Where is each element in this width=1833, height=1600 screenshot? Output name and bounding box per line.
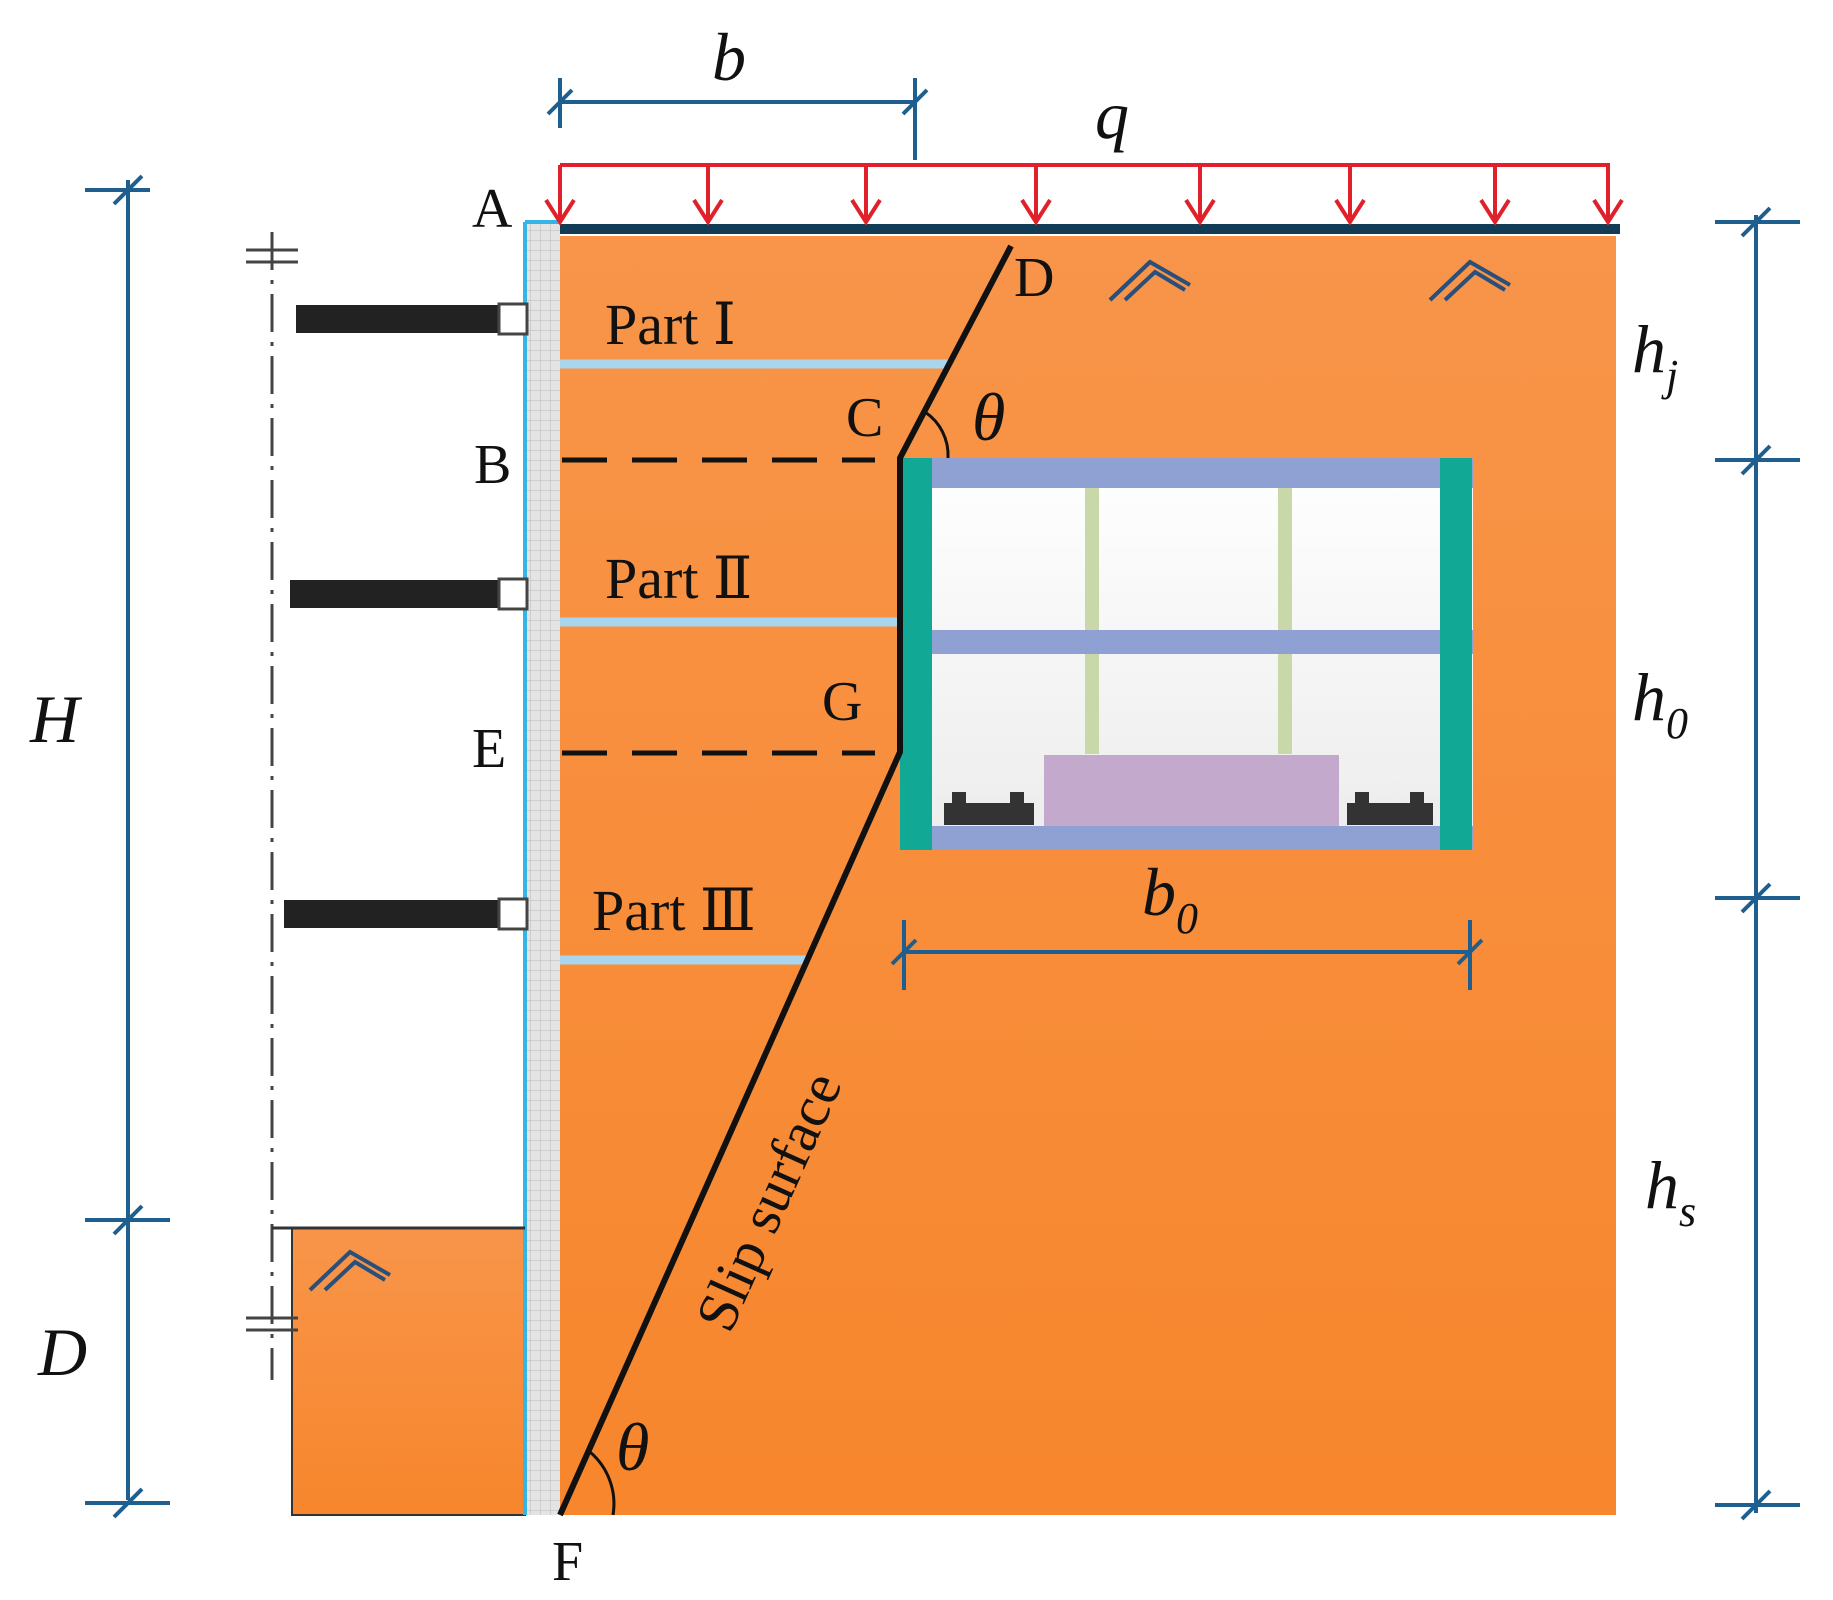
load-arrow-head [1020,198,1052,226]
symbol-hj: hj [1632,311,1678,400]
dimension-b [546,78,929,160]
tunnel-wall-right [1440,458,1472,850]
point-e-label: E [472,718,506,780]
tunnel-column [1085,488,1099,754]
angle-arc-upper [924,410,950,459]
dimension-b0 [890,920,1484,990]
part-3-label: Part Ⅲ [592,878,756,943]
load-arrow-head [1592,198,1624,226]
tunnel-slab-mid [905,630,1473,654]
point-d-label: D [1014,247,1054,309]
load-arrow-head [1184,198,1216,226]
symbol-b: b [712,19,746,95]
point-b-label: B [474,434,511,496]
tunnel-structure [900,458,1473,850]
point-g-label: G [822,671,862,733]
tunnel-wall-left [900,458,932,850]
retained-soil [556,236,1616,1515]
tunnel-slab-top [905,458,1473,488]
ground-symbol-icon [308,1249,391,1292]
excavation-soil [291,1227,526,1516]
slip-surface-line [557,244,1014,1517]
dimension-h-d [85,174,170,1519]
tunnel-box [1044,755,1339,827]
symbol-H: H [29,681,83,757]
load-arrow-head [1479,198,1511,226]
point-c-label: C [846,387,883,449]
part-2-label: Part Ⅱ [605,546,752,611]
angle-arc-lower [589,1450,616,1516]
tunnel-slab-bottom [905,826,1473,850]
load-arrows [544,165,1624,226]
anchor-2 [290,577,529,611]
load-arrow-head [544,198,576,226]
point-f-label: F [552,1531,583,1593]
symbol-theta-lower: θ [616,1409,649,1485]
ground-symbol-icon [1108,259,1191,302]
symbol-theta-upper: θ [972,379,1005,455]
load-arrow-head [692,198,724,226]
point-a-label: A [472,178,513,240]
load-arrow-head [1334,198,1366,226]
anchor-3 [284,897,529,931]
ground-surface [560,224,1620,234]
anchor-1 [296,302,529,336]
symbol-q: q [1095,77,1129,153]
ground-symbol-icon [1428,259,1511,302]
symbol-b0: b0 [1142,854,1198,943]
symbol-h0: h0 [1632,659,1688,748]
rail-left [944,792,1034,825]
tunnel-column [1278,488,1292,754]
rail-right [1347,792,1433,825]
dimension-right [1715,206,1800,1521]
load-arrow-head [850,198,882,226]
symbol-D: D [37,1314,87,1390]
symbol-hs: hs [1645,1147,1696,1236]
retaining-wall [525,222,560,1515]
part-1-label: Part Ⅰ [605,292,736,357]
